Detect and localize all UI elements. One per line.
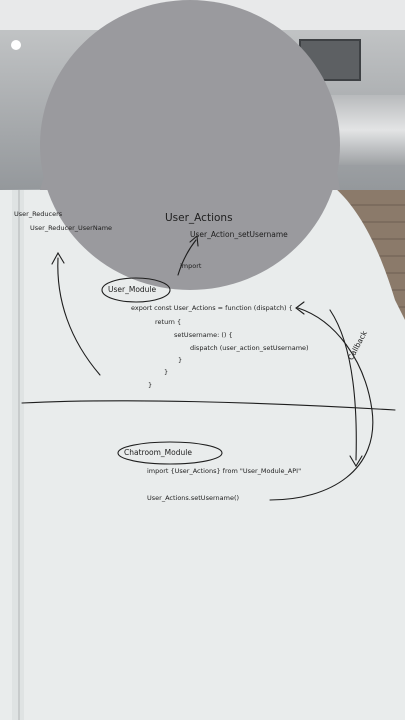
user-module-title: User_Module bbox=[108, 285, 157, 294]
user-module-code-1: export const User_Actions = function (di… bbox=[131, 304, 293, 312]
arrow-head-reducers bbox=[51, 251, 65, 265]
board-edge bbox=[12, 190, 24, 720]
user-module-code-6: } bbox=[164, 368, 169, 376]
user-actions-item: User_Action_setUsername bbox=[190, 230, 288, 239]
user-module-code-4: dispatch (user_action_setUsername) bbox=[190, 344, 309, 352]
chatroom-module-circle bbox=[117, 441, 223, 465]
user-module-code-5: } bbox=[178, 356, 183, 364]
user-reducers-item: User_Reducer_UserName bbox=[30, 224, 113, 232]
callback-arrow-down bbox=[329, 309, 357, 461]
user-actions-title: User_Actions bbox=[165, 212, 233, 224]
redaction-circle-fill bbox=[40, 0, 340, 290]
user-reducers-title: User_Reducers bbox=[14, 210, 63, 218]
user-module-code-3: setUsername: () { bbox=[174, 331, 233, 339]
section-divider bbox=[21, 400, 396, 411]
arrow-to-reducers bbox=[57, 257, 101, 376]
callback-return-arrow-head bbox=[295, 301, 305, 315]
user-module-code-2: return { bbox=[155, 318, 182, 326]
user-module-code-7: } bbox=[148, 381, 153, 389]
chatroom-module-code-2: User_Actions.setUsername() bbox=[147, 494, 240, 502]
callback-arrow-head-down bbox=[349, 455, 363, 468]
chatroom-module-title: Chatroom_Module bbox=[124, 448, 192, 457]
arrow-to-actions bbox=[177, 239, 197, 276]
arrow-head-actions bbox=[189, 234, 199, 247]
callback-return-arrow bbox=[269, 307, 374, 501]
chatroom-module-code-1: import {User_Actions} from "User_Module_… bbox=[147, 467, 302, 475]
ceiling-light bbox=[11, 40, 21, 50]
import-label: import bbox=[180, 262, 202, 270]
board-surface bbox=[0, 188, 405, 720]
user-module-circle bbox=[101, 277, 171, 303]
